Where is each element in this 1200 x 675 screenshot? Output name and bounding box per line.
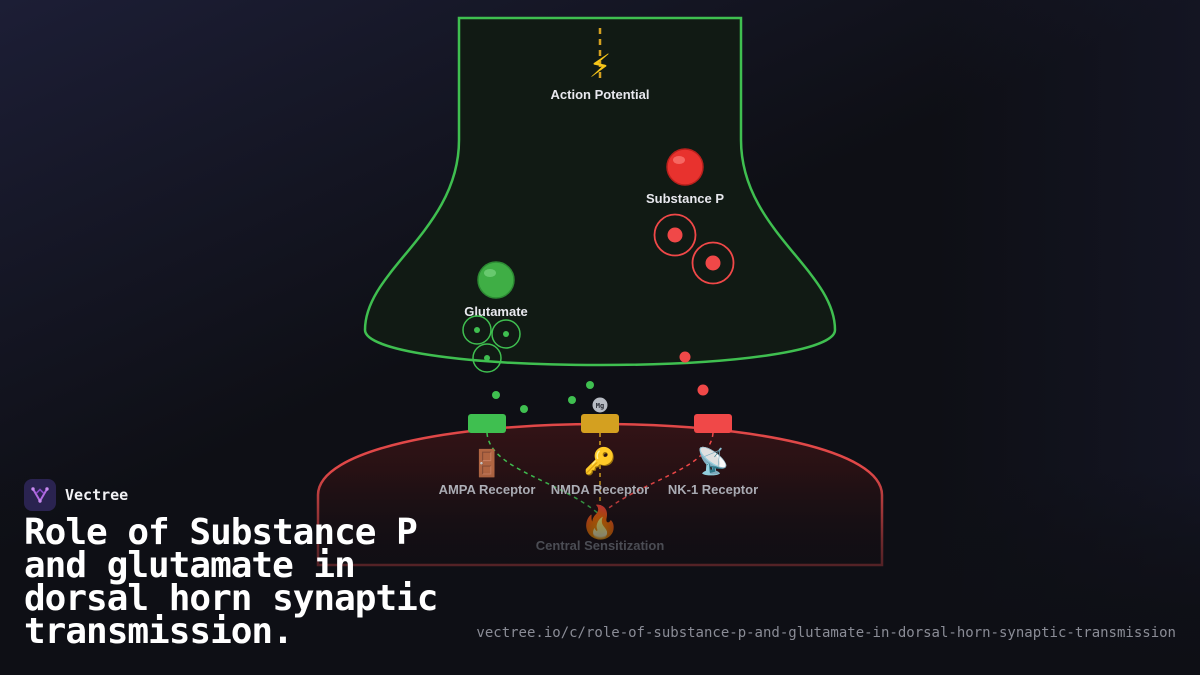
substance-p-vesicle bbox=[691, 241, 735, 285]
brand: Vectree bbox=[24, 479, 128, 511]
substance-p-icon-shine bbox=[673, 156, 685, 164]
ampa-receptor-label: AMPA Receptor bbox=[439, 482, 536, 497]
mg-block-icon bbox=[592, 397, 608, 413]
glutamate-icon-shine bbox=[484, 269, 496, 277]
vectree-logo-icon bbox=[24, 479, 56, 511]
glutamate-vesicle bbox=[462, 315, 492, 345]
substance-p-molecule bbox=[697, 384, 709, 396]
nmda-receptor bbox=[581, 414, 619, 433]
glutamate-icon bbox=[477, 261, 515, 299]
nmda-receptor-label: NMDA Receptor bbox=[551, 482, 649, 497]
lightning-icon: ⚡ bbox=[589, 47, 611, 85]
glutamate-vesicle bbox=[472, 343, 502, 373]
glutamate-molecule bbox=[520, 405, 528, 413]
nk1-receptor-label: NK-1 Receptor bbox=[668, 482, 758, 497]
substance-p-icon bbox=[666, 148, 704, 186]
glutamate-molecule bbox=[586, 381, 594, 389]
glutamate-label: Glutamate bbox=[464, 304, 528, 319]
key-icon: 🔑 bbox=[584, 445, 616, 477]
substance-p-molecule bbox=[679, 351, 691, 363]
ampa-receptor bbox=[468, 414, 506, 433]
fire-icon: 🔥 bbox=[580, 503, 620, 541]
substance-p-label: Substance P bbox=[646, 191, 724, 206]
satellite-antenna-icon: 📡 bbox=[697, 444, 729, 477]
nk1-receptor bbox=[694, 414, 732, 433]
glutamate-vesicle bbox=[491, 319, 521, 349]
glutamate-molecule bbox=[492, 391, 500, 399]
page-title: Role of Substance P and glutamate in dor… bbox=[24, 512, 438, 652]
action-potential-label: Action Potential bbox=[551, 87, 650, 102]
glutamate-molecule bbox=[568, 396, 576, 404]
central-sensitization-label: Central Sensitization bbox=[536, 538, 665, 553]
door-icon: 🚪 bbox=[471, 448, 503, 479]
mg-block-label: Mg bbox=[596, 402, 604, 410]
brand-name: Vectree bbox=[65, 486, 129, 504]
source-url[interactable]: vectree.io/c/role-of-substance-p-and-glu… bbox=[476, 625, 1176, 641]
substance-p-vesicle bbox=[653, 213, 697, 257]
